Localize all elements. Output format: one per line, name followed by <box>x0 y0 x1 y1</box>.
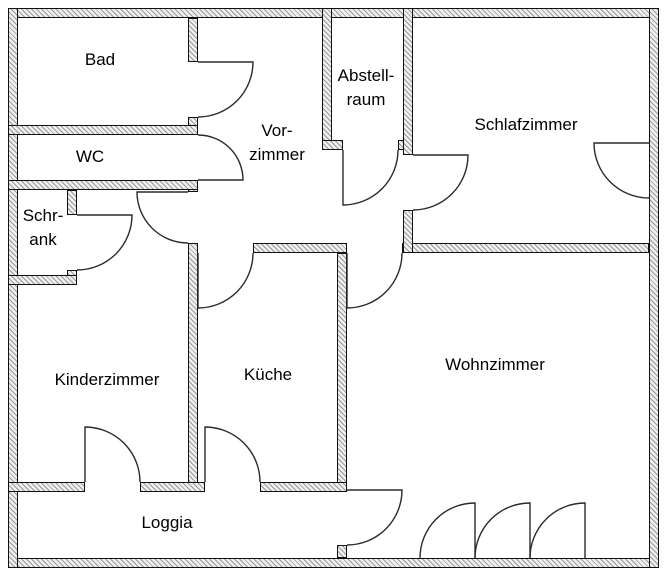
door-arc-wohnzimmer-loggia <box>346 489 403 546</box>
door-arc-kinderzimmer-loggia <box>84 426 141 483</box>
door-arc-wohnzimmer-entry <box>346 252 403 309</box>
wall-abstellraum-left <box>322 8 332 150</box>
door-arc-wohnzimmer-terrace-3 <box>529 502 586 559</box>
wall-loggia-top-a <box>8 482 85 492</box>
wall-schlafzimmer-left-lower <box>403 210 413 253</box>
room-label-wohnzimmer: Wohnzimmer <box>445 355 545 375</box>
wall-outer-left <box>8 8 18 568</box>
room-label-kueche: Küche <box>243 365 293 385</box>
wall-schrank-bottom <box>8 275 77 285</box>
door-arc-kueche-loggia <box>204 426 261 483</box>
wall-loggia-top-b <box>140 482 205 492</box>
door-arc-kueche <box>197 252 254 309</box>
room-label-wc: WC <box>75 147 105 167</box>
wall-loggia-wohnzimmer-lower <box>337 545 347 558</box>
door-arc-schlafzimmer <box>412 154 469 211</box>
wall-loggia-top-c <box>260 482 347 492</box>
wall-schrank-right-upper <box>67 190 77 215</box>
room-label-bad: Bad <box>84 50 116 70</box>
wall-kueche-wohnzimmer-upper <box>337 253 347 490</box>
wall-schlafzimmer-left-upper <box>403 8 413 155</box>
wall-wc-bottom <box>8 180 198 190</box>
wall-bad-right-upper <box>188 18 198 62</box>
wall-vorzimmer-bottom-mid <box>253 243 347 253</box>
room-label-schlafzimmer: Schlafzimmer <box>474 115 578 135</box>
room-label-schrank: Schr- ank <box>22 206 64 249</box>
wall-bad-bottom <box>8 125 198 135</box>
wall-outer-top <box>8 8 659 18</box>
door-arc-wohnzimmer-terrace-1 <box>419 502 476 559</box>
door-arc-wohnzimmer-terrace-2 <box>474 502 531 559</box>
door-arc-abstellraum <box>342 149 399 206</box>
door-arc-wc <box>197 134 244 181</box>
wall-outer-right <box>649 8 659 568</box>
wall-outer-bottom <box>8 558 659 568</box>
room-label-abstellraum: Abstell- raum <box>337 66 395 109</box>
room-label-vorzimmer: Vor- zimmer <box>249 121 305 164</box>
door-arc-schlafzimmer-right <box>593 142 650 199</box>
door-arc-schrank <box>76 214 133 271</box>
wall-schlafzimmer-bottom <box>402 243 649 253</box>
room-label-loggia: Loggia <box>141 513 193 533</box>
room-label-kinderzimmer: Kinderzimmer <box>54 370 160 390</box>
door-arc-kinderzimmer-entry <box>136 191 189 244</box>
wall-abstellraum-bottom-left <box>322 140 343 150</box>
door-arc-bad <box>197 61 254 118</box>
wall-kinderzimmer-right <box>188 243 198 492</box>
